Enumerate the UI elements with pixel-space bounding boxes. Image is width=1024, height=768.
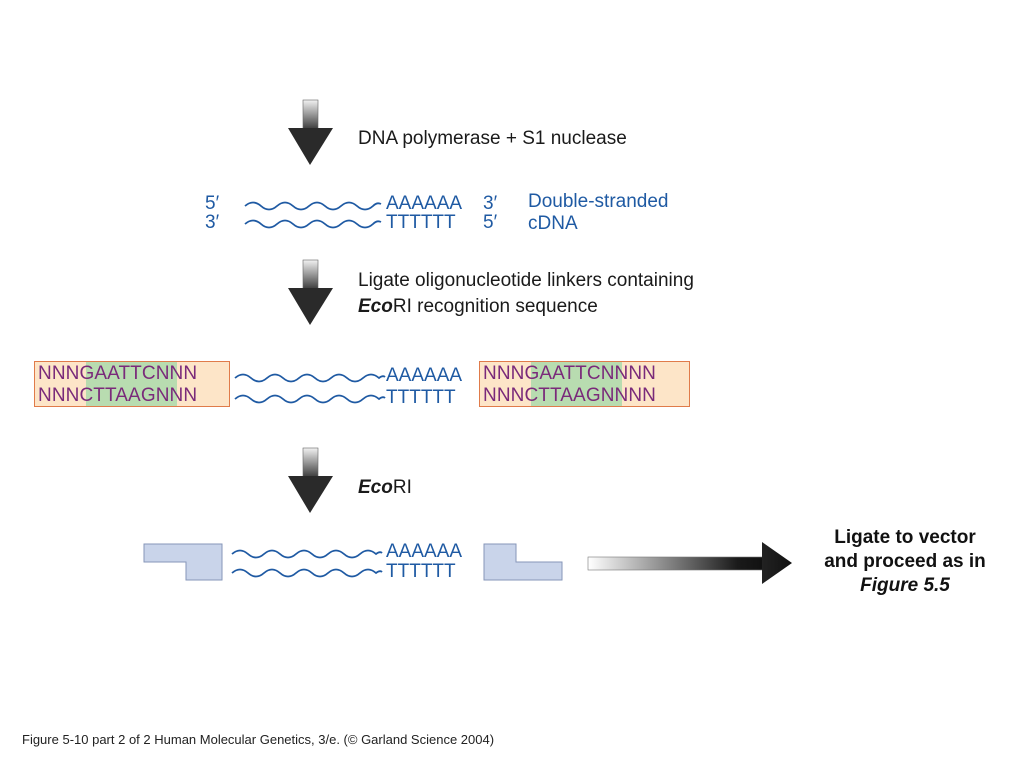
- result-line2: and proceed as in: [824, 551, 986, 572]
- right-recognition-site: [531, 362, 622, 406]
- proceed-arrow: [587, 542, 792, 584]
- digested-bottom-wave: [231, 568, 383, 578]
- linked-bottom-wave: [234, 394, 386, 404]
- ds-cdna-description-line2: cDNA: [528, 213, 578, 234]
- down-arrow-2: [288, 259, 333, 325]
- ds-cdna-bottom-3prime: 3′: [205, 212, 220, 233]
- down-arrow-1: [288, 99, 333, 165]
- right-linker-top-seq: NNNGAATTCNNNN: [483, 363, 656, 384]
- linked-center-top-seq: AAAAAA: [386, 365, 463, 386]
- left-linker-bottom-seq: NNNCTTAAGNNN: [38, 385, 198, 406]
- step3-label: EcoRI: [358, 475, 412, 501]
- step2-enzyme-italic: Eco: [358, 296, 393, 317]
- digested-top-seq: AAAAAA: [386, 541, 463, 562]
- left-linker-box: NNNGAATTCNNN NNNCTTAAGNNN: [34, 361, 230, 407]
- right-linker-box: NNNGAATTCNNNN NNNCTTAAGNNNN: [479, 361, 690, 407]
- ds-cdna-top-wave: [244, 201, 382, 211]
- result-text: Ligate to vector and proceed as in Figur…: [800, 526, 1010, 598]
- left-sticky-end: [143, 543, 223, 581]
- down-arrow-3: [288, 447, 333, 513]
- ds-cdna-bottom-5prime: 5′: [483, 212, 498, 233]
- step3-enzyme-italic: Eco: [358, 477, 393, 498]
- step2-enzyme-rest: RI recognition sequence: [392, 296, 598, 317]
- result-line1: Ligate to vector: [834, 527, 976, 548]
- ds-cdna-bottom-wave: [244, 219, 382, 229]
- step3-enzyme-rest: RI: [392, 477, 412, 498]
- ds-cdna-top-5prime: 5′: [205, 193, 220, 214]
- linked-center-bottom-seq: TTTTTT: [386, 387, 456, 408]
- right-sticky-end: [483, 543, 563, 581]
- ds-cdna-top-3prime: 3′: [483, 193, 498, 214]
- left-recognition-site: [86, 362, 177, 406]
- ds-cdna-description-line1: Double-stranded: [528, 191, 669, 212]
- digested-top-wave: [231, 549, 383, 559]
- result-figure-reference: Figure 5.5: [860, 575, 950, 596]
- linked-top-wave: [234, 373, 386, 383]
- right-linker-bottom-seq: NNNCTTAAGNNNN: [483, 385, 656, 406]
- step1-label: DNA polymerase + S1 nuclease: [358, 128, 627, 149]
- figure-caption: Figure 5-10 part 2 of 2 Human Molecular …: [22, 732, 495, 747]
- ds-cdna-top-seq: AAAAAA: [386, 193, 463, 214]
- ds-cdna-bottom-seq: TTTTTT: [386, 212, 456, 233]
- step2-label-line2: EcoRI recognition sequence: [358, 294, 598, 320]
- step2-label-line1: Ligate oligonucleotide linkers containin…: [358, 270, 694, 291]
- left-linker-top-seq: NNNGAATTCNNN: [38, 363, 198, 384]
- digested-bottom-seq: TTTTTT: [386, 561, 456, 582]
